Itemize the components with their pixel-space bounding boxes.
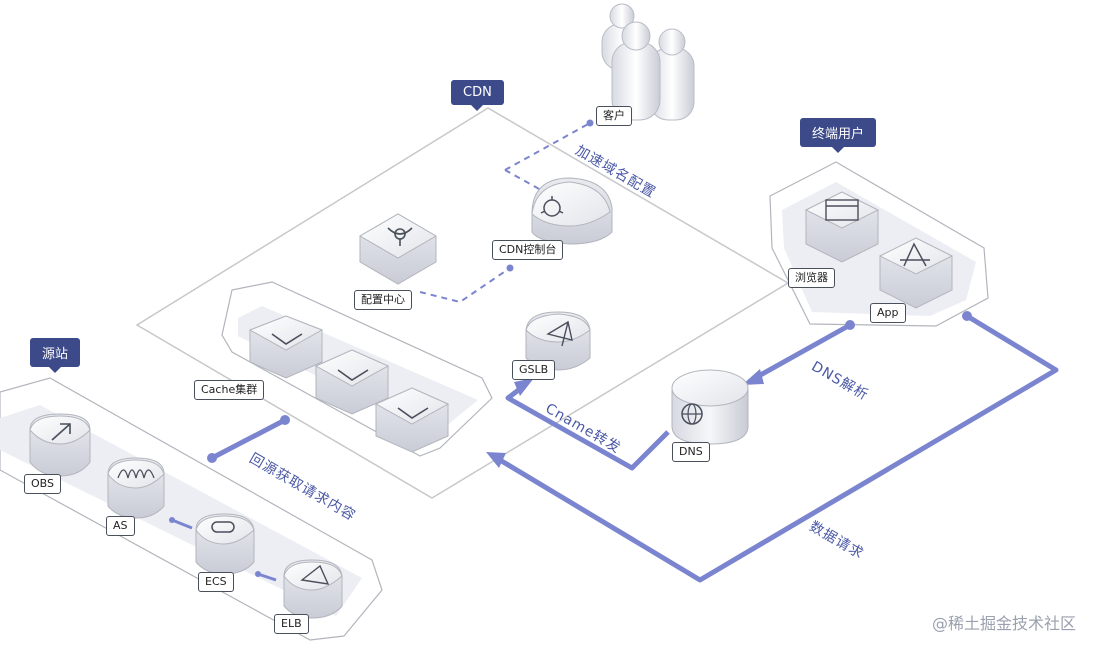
flow-dns-resolve [742, 320, 855, 385]
enduser-platform [769, 161, 989, 327]
dashed-flow-console-customer [504, 122, 591, 171]
ecs-label: ECS [198, 572, 234, 592]
customer-label: 客户 [596, 106, 632, 126]
flow-ecs-elb [255, 571, 277, 582]
enduser-group-tag: 终端用户 [800, 118, 877, 153]
config-center-label: 配置中心 [354, 290, 412, 310]
obs-label: OBS [24, 474, 61, 494]
cache-cluster-label: Cache集群 [194, 380, 265, 400]
browser-device-icon [804, 191, 880, 263]
cdn-console-label: CDN控制台 [492, 240, 564, 260]
cache-node-icon [314, 349, 390, 415]
app-label: App [870, 303, 906, 323]
flow-cname-forward [505, 378, 670, 471]
dashed-flow-console-link [504, 169, 551, 196]
elb-label: ELB [274, 614, 309, 634]
customer-people-icon [601, 3, 695, 121]
dashed-flow-config-console [419, 267, 511, 304]
as-label: AS [106, 516, 135, 536]
watermark: @稀土掘金技术社区 [931, 614, 1076, 633]
app-device-icon [878, 237, 954, 309]
cache-node-icon [248, 315, 324, 379]
flow-back-to-origin [207, 415, 290, 463]
ecs-server-icon [195, 513, 255, 575]
browser-label: 浏览器 [788, 268, 835, 288]
obs-storage-icon [29, 413, 91, 477]
dns-cylinder-icon [671, 369, 749, 445]
flow-data-request [486, 311, 1059, 583]
flow-dot [586, 119, 594, 127]
cdn-console-cloud-icon [531, 177, 613, 245]
origin-group-tag: 源站 [30, 338, 81, 373]
as-scaling-icon [107, 457, 165, 519]
elb-balancer-icon [283, 559, 343, 619]
cache-node-icon [374, 387, 450, 453]
gslb-cloud-icon [525, 311, 591, 371]
cdn-group-tag: CDN [451, 80, 504, 111]
config-center-box-icon [359, 213, 437, 285]
cdn-frame [135, 107, 790, 499]
flow-as-ecs [169, 517, 193, 530]
dns-label: DNS [672, 442, 710, 462]
gslb-label: GSLB [512, 360, 556, 380]
flow-dot [506, 264, 514, 272]
